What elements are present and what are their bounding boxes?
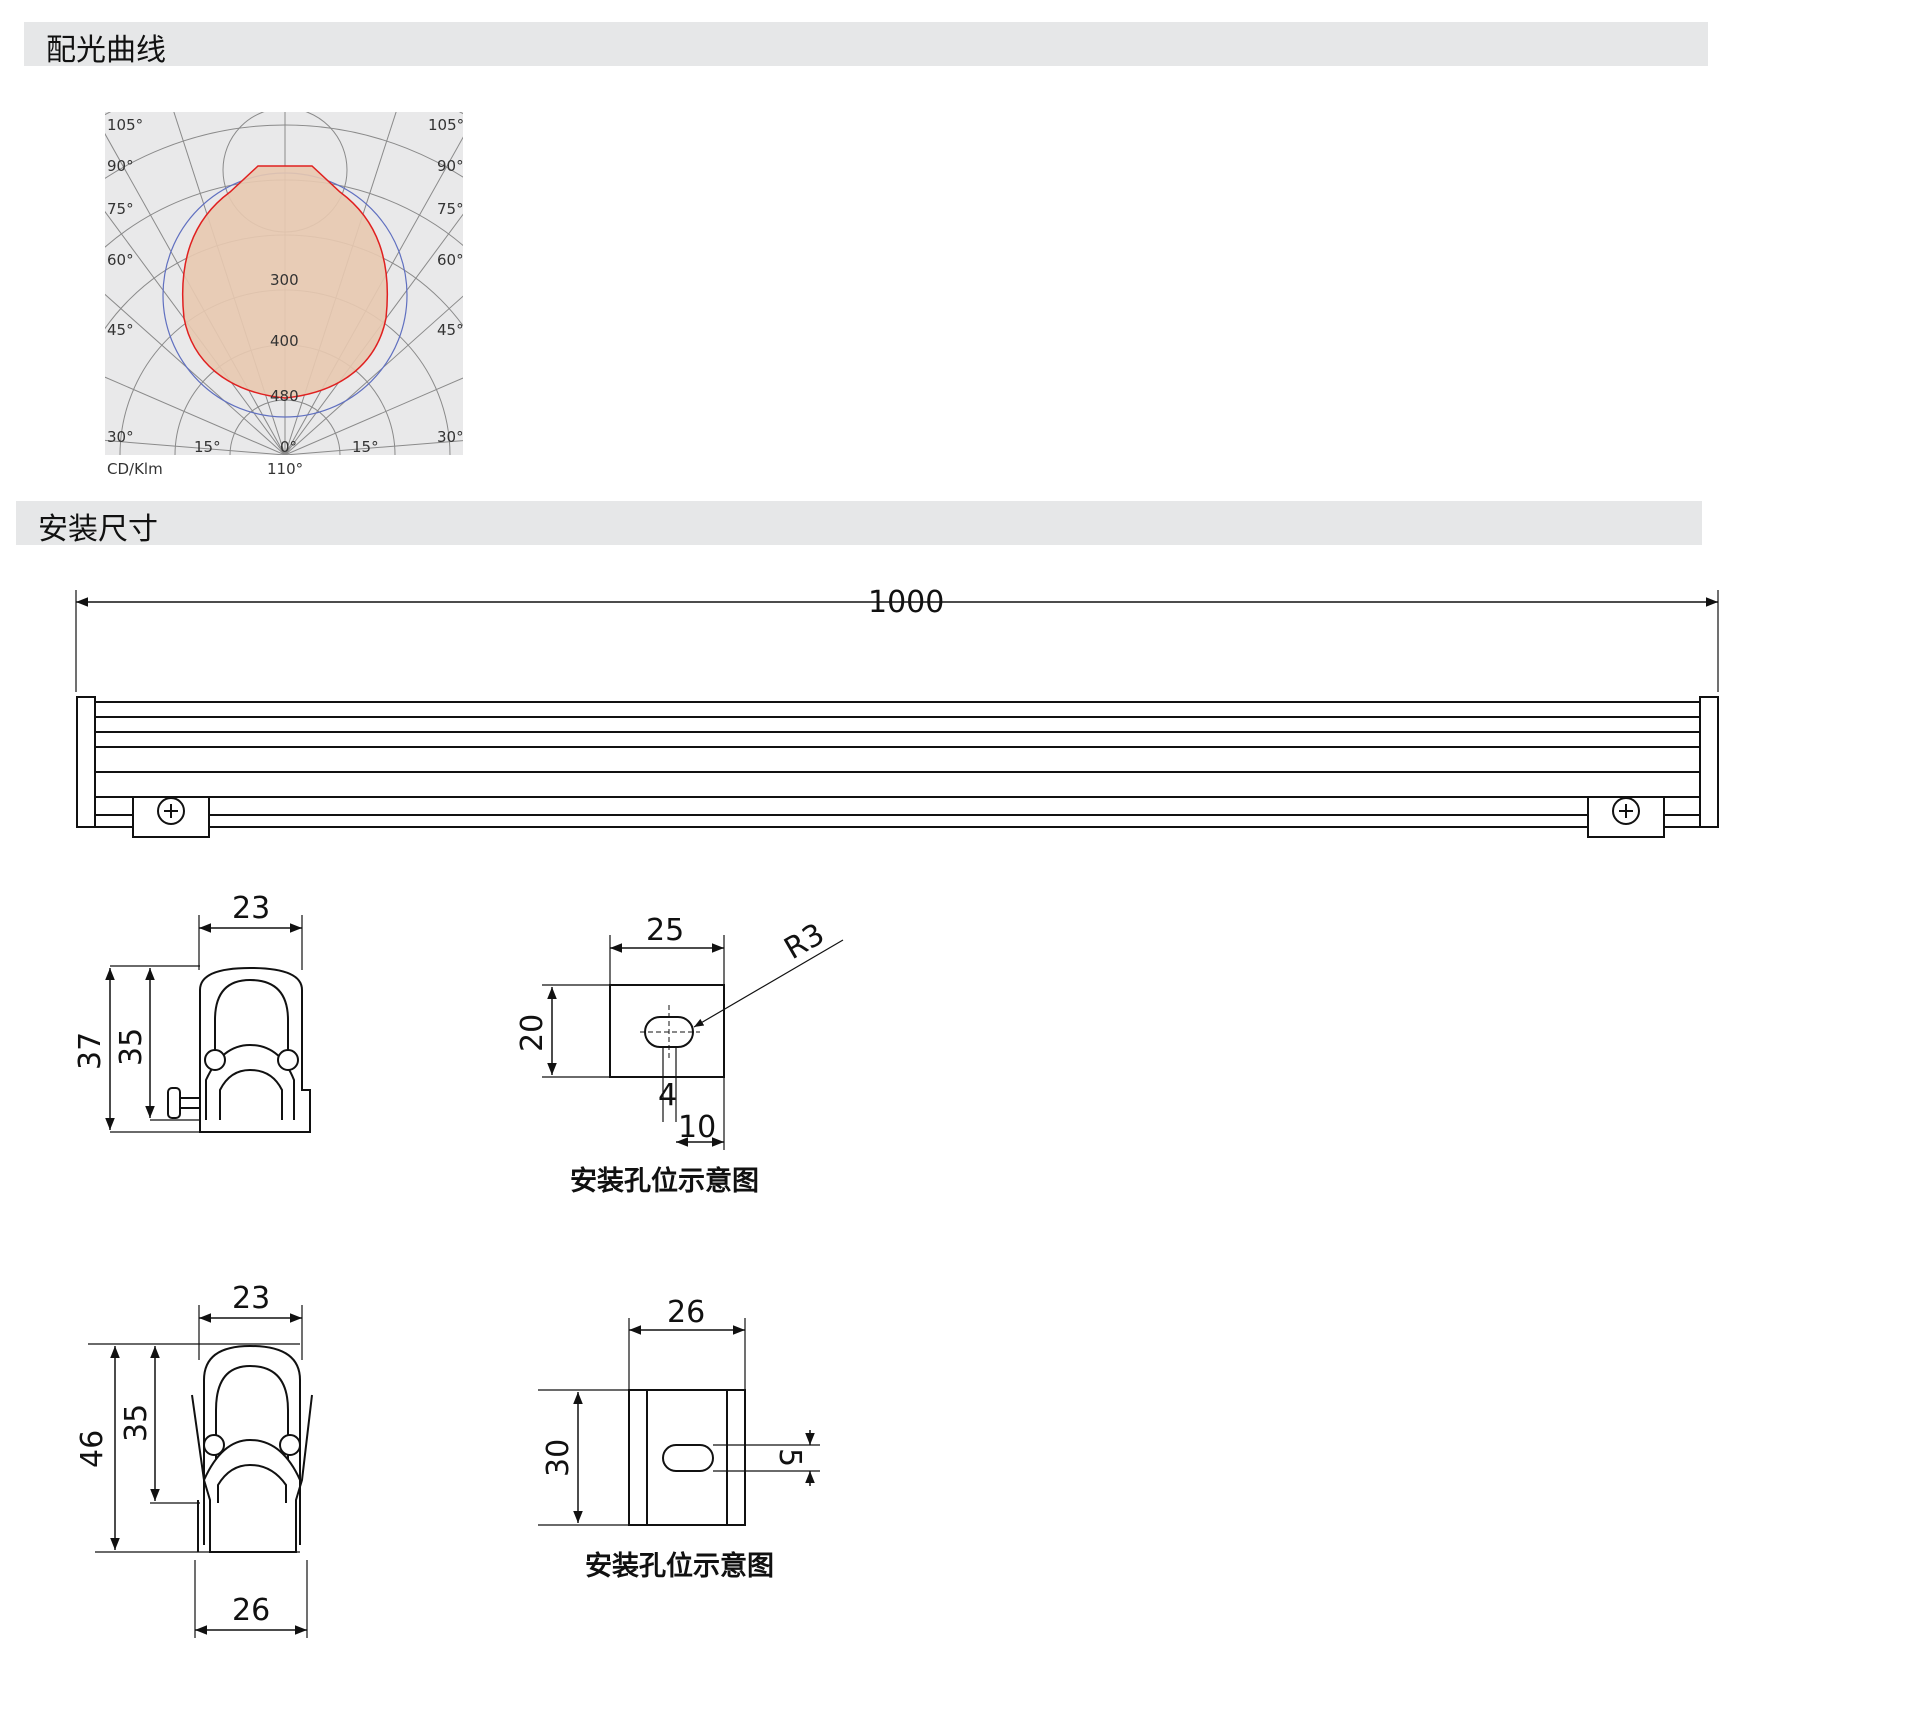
section-header-install-dimensions: 安装尺寸: [16, 501, 1702, 547]
dimension-height: 20: [515, 1014, 550, 1052]
caption-mounting-hole: 安装孔位示意图: [570, 1165, 759, 1197]
dimension-height: 35: [114, 1028, 149, 1066]
dimension-width: 25: [646, 913, 684, 948]
dimension-height: 37: [73, 1032, 108, 1070]
unit-label: CD/Klm: [107, 460, 163, 478]
angle-label: 105°: [428, 116, 464, 134]
dimension-width: 26: [667, 1295, 705, 1330]
angle-label: 60°: [437, 251, 464, 269]
dimension-width: 23: [232, 891, 270, 926]
dimension-slot: 5: [772, 1448, 807, 1467]
dimension-width: 26: [232, 1593, 270, 1628]
angle-label: 30°: [437, 428, 464, 446]
angle-label: 15°: [194, 438, 221, 456]
caption-mounting-hole: 安装孔位示意图: [585, 1550, 774, 1582]
angle-label: 45°: [107, 321, 134, 339]
angle-label: 45°: [437, 321, 464, 339]
angle-label: 90°: [437, 157, 464, 175]
dimension-length: 1000: [868, 585, 944, 620]
dimension-slot: 4: [658, 1078, 677, 1113]
angle-label: 30°: [107, 428, 134, 446]
screw-icon: [203, 1434, 225, 1456]
dimension-offset: 10: [678, 1110, 716, 1145]
polar-light-distribution: 105° 90° 75° 60° 45° 105° 90° 75° 60° 45…: [105, 112, 464, 478]
angle-label: 75°: [107, 200, 134, 218]
profile-view-a: [105, 915, 311, 1133]
dimension-height: 30: [541, 1439, 576, 1477]
section-title: 配光曲线: [46, 33, 166, 68]
angle-label: 15°: [352, 438, 379, 456]
angle-label: 75°: [437, 200, 464, 218]
screw-icon: [204, 1049, 226, 1071]
light-distribution-curve: [181, 165, 389, 399]
screw-icon: [277, 1049, 299, 1071]
dimension-radius: R3: [779, 917, 831, 967]
radial-value: 400: [270, 332, 299, 350]
bracket-view-b: [538, 1318, 820, 1526]
fixture-side-view: [75, 590, 1719, 838]
dimension-height: 46: [75, 1430, 110, 1468]
section-title: 安装尺寸: [38, 512, 158, 547]
angle-label: 90°: [107, 157, 134, 175]
profile-view-b: [88, 1305, 313, 1638]
radial-value: 300: [270, 271, 299, 289]
beam-angle-label: 110°: [267, 460, 303, 478]
bracket-view-a: [542, 935, 844, 1150]
angle-label: 0°: [280, 438, 297, 456]
screw-icon: [279, 1434, 301, 1456]
radial-value: 480: [270, 387, 299, 405]
angle-label: 60°: [107, 251, 134, 269]
dimension-width: 23: [232, 1281, 270, 1316]
section-header-light-curve: 配光曲线: [24, 22, 1708, 68]
angle-label: 105°: [107, 116, 143, 134]
dimension-height: 35: [119, 1404, 154, 1442]
